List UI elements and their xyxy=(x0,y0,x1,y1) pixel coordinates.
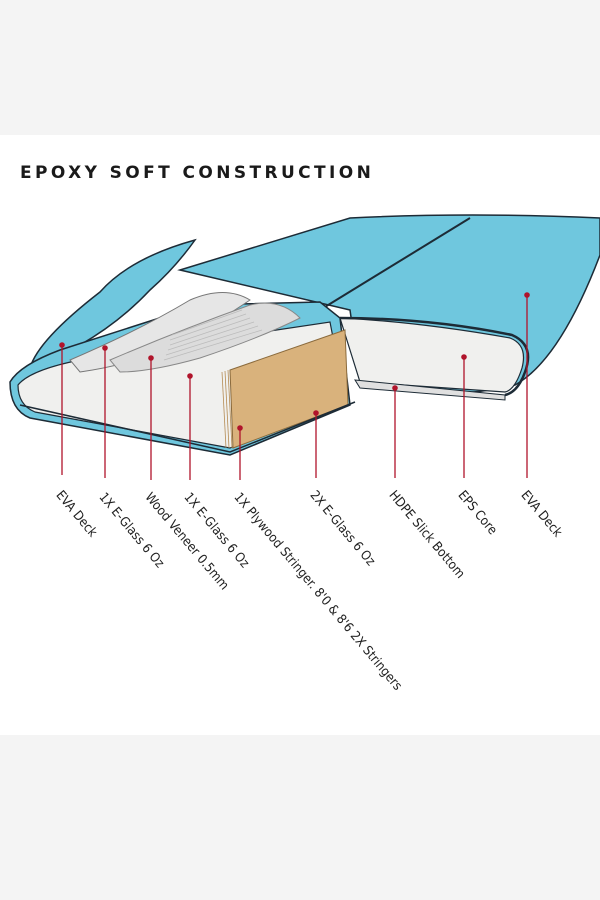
deck-center-line xyxy=(319,217,471,311)
peeled-eva-deck xyxy=(28,238,197,370)
slick-bottom xyxy=(354,379,506,401)
board-bottom-edge xyxy=(19,401,356,453)
callout-dots xyxy=(59,292,530,431)
stringer-plies xyxy=(221,369,233,449)
callout-lines xyxy=(61,295,528,480)
diagram-title: EPOXY SOFT CONSTRUCTION xyxy=(20,163,375,183)
deck-rim-right xyxy=(339,316,530,397)
veneer-hatching xyxy=(163,309,263,361)
eps-core-face xyxy=(339,317,525,393)
